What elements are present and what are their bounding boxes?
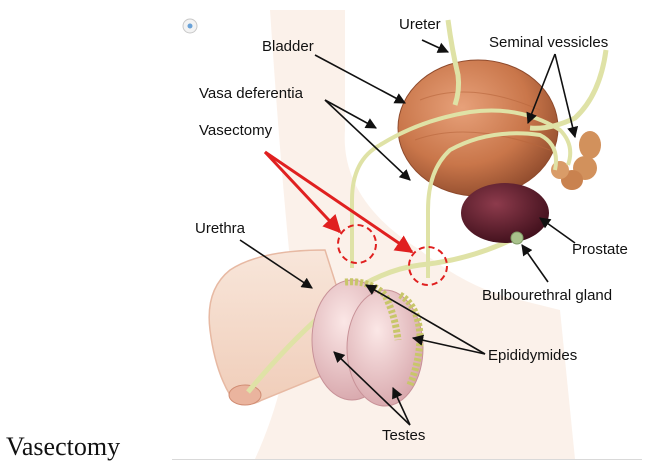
info-icon[interactable] xyxy=(183,19,197,33)
label-seminal-vesicles: Seminal vessicles xyxy=(489,34,608,51)
label-bulbourethral-gland: Bulbourethral gland xyxy=(482,287,612,304)
urethral-opening xyxy=(229,385,261,405)
bulbourethral-gland-shape xyxy=(511,232,523,244)
figure-caption: Vasectomy xyxy=(6,432,120,462)
panel-bottom-border xyxy=(172,459,642,460)
label-bladder: Bladder xyxy=(262,38,314,55)
label-testes: Testes xyxy=(382,427,425,444)
label-vasectomy: Vasectomy xyxy=(199,122,273,139)
label-ureter: Ureter xyxy=(399,16,441,33)
label-urethra: Urethra xyxy=(195,220,246,237)
prostate-shape xyxy=(461,183,549,243)
label-epididymides: Epididymides xyxy=(488,347,577,364)
label-vasa-deferentia: Vasa deferentia xyxy=(199,85,304,102)
label-prostate: Prostate xyxy=(572,241,628,258)
